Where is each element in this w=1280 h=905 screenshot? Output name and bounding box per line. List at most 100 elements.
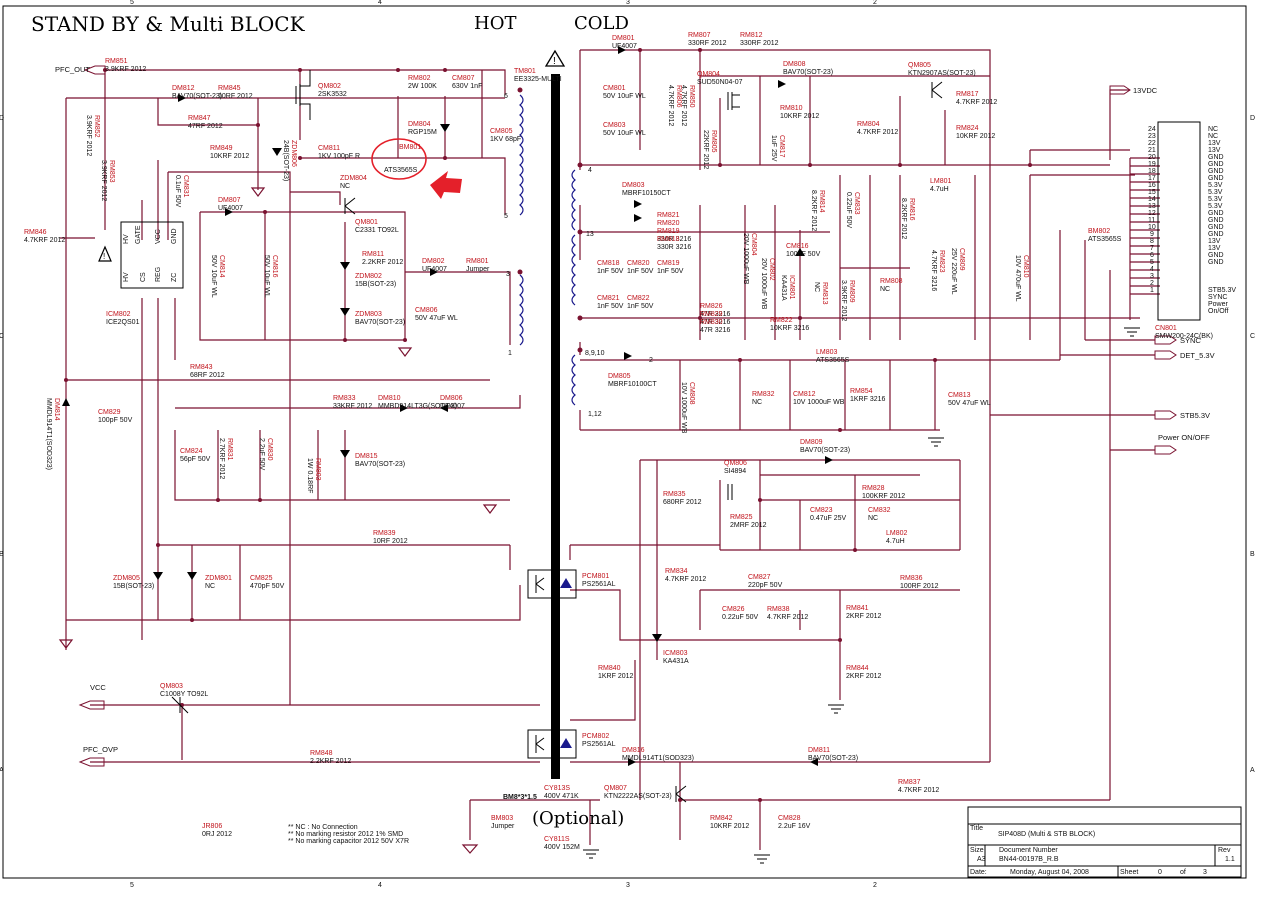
component-value: 8.2KRF 2012 <box>900 198 907 239</box>
component-value: 100nF 50V <box>786 251 821 258</box>
svg-text:A: A <box>0 767 4 774</box>
svg-text:22: 22 <box>1148 140 1156 147</box>
component-value: 47RF 2012 <box>188 123 223 130</box>
component-ref: LM803 <box>816 349 838 356</box>
component-ref: ZDM802 <box>355 273 382 280</box>
svg-text:A3: A3 <box>977 856 986 863</box>
component-ref: LM802 <box>886 530 908 537</box>
svg-text:3: 3 <box>626 882 630 889</box>
svg-text:3: 3 <box>506 271 510 278</box>
component-value: 1W 0.18RF <box>306 458 313 493</box>
component-value: ATS3565S <box>816 357 850 364</box>
ic-icm802: GATE HV VCC GND HV CS REG ZC <box>120 221 184 289</box>
component-value: BAV70(SOT-23) <box>808 755 858 762</box>
net-labels: PFC_OUT VCC PFC_OVP 13VDC SYNC DET_5.3V … <box>55 65 1215 754</box>
component-value: 2.7KRF 2012 <box>218 438 225 479</box>
component-ref: RM831 <box>226 438 233 461</box>
svg-text:GND: GND <box>1208 161 1224 168</box>
component-ref: ICM801 <box>788 275 795 300</box>
component-value: 3.9KRF 2012 <box>85 115 92 156</box>
component-value: 4.7KRF 2012 <box>767 614 808 621</box>
net-stb: STB5.3V <box>1180 411 1210 420</box>
component-value: 3.9KRF 2012 <box>100 160 107 201</box>
component-ref: TM801 <box>514 68 536 75</box>
component-ref: RM802 <box>408 75 431 82</box>
component-ref: CM817 <box>778 135 785 158</box>
misc-texts: BM801 BM8*3*1.5 (Optional) ** NC : No Co… <box>288 144 624 845</box>
net-vcc: VCC <box>90 683 106 692</box>
component-value: 680RF 2012 <box>663 499 702 506</box>
component-ref: CM811 <box>318 145 340 152</box>
component-value: 1uF 25V <box>770 135 777 162</box>
component-ref: ZDM801 <box>205 575 232 582</box>
component-value: 400V 471K <box>544 793 579 800</box>
svg-text:NC: NC <box>1208 126 1218 133</box>
component-ref: CM824 <box>180 448 203 455</box>
diode-shapes <box>62 46 833 766</box>
component-ref: RM806 <box>675 85 682 108</box>
svg-text:GND: GND <box>1208 175 1224 182</box>
component-ref: DM803 <box>622 182 645 189</box>
component-value: C2331 TO92L <box>355 227 399 234</box>
component-value: ATS3565S <box>1088 236 1122 243</box>
component-value: KA431A <box>780 275 787 301</box>
svg-text:6: 6 <box>504 93 508 100</box>
svg-text:4: 4 <box>588 167 592 174</box>
component-value: ICE2QS01 <box>106 319 140 326</box>
svg-text:2: 2 <box>873 882 877 889</box>
svg-text:1: 1 <box>1150 287 1154 294</box>
component-value: 630V 1nF <box>452 83 482 90</box>
connector-cn801 <box>1157 121 1201 321</box>
component-ref: CY813S <box>544 785 570 792</box>
component-ref: ICM803 <box>663 650 688 657</box>
component-ref: ZDM805 <box>113 575 140 582</box>
component-value: SI4894 <box>724 468 746 475</box>
component-value: 47R 3216 <box>700 327 730 334</box>
component-ref: RM833 <box>333 395 356 402</box>
component-ref: RM817 <box>956 91 979 98</box>
component-value: 1KRF 2012 <box>598 673 634 680</box>
component-value: 330RF 2012 <box>688 40 727 47</box>
component-value: 470pF 50V <box>250 583 285 590</box>
component-ref: RM814 <box>818 190 825 213</box>
component-ref: RM816 <box>908 198 915 221</box>
component-ref: CM827 <box>748 574 771 581</box>
component-ref: RM801 <box>466 258 489 265</box>
component-value: 0.47uF 25V <box>810 515 847 522</box>
component-value: 50V 10uF WL <box>603 130 646 137</box>
net-ports <box>78 65 1177 767</box>
svg-text:D: D <box>1250 115 1255 122</box>
svg-text:13V: 13V <box>1208 140 1221 147</box>
component-value: BAV70(SOT-23) <box>355 319 405 326</box>
border-column-labels: 5 4 3 2 5 4 3 2 D C B A D C B A <box>0 0 1255 889</box>
component-ref: RM834 <box>665 568 688 575</box>
component-ref: RM850 <box>688 85 695 108</box>
svg-text:!: ! <box>553 56 556 67</box>
svg-text:REG: REG <box>155 267 162 282</box>
